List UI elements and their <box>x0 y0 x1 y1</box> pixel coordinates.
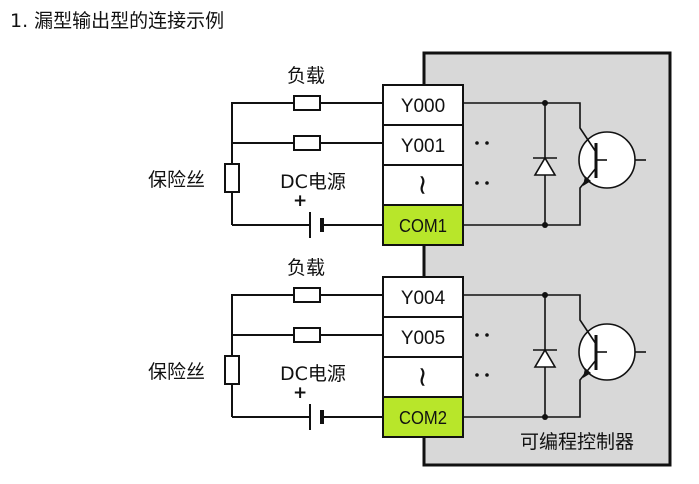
fuse-symbol <box>224 355 240 385</box>
internal-wire <box>463 382 581 418</box>
fuse-symbol <box>224 163 240 193</box>
terminal-ellipsis <box>382 164 464 206</box>
load-label: 负载 <box>287 257 325 279</box>
terminal-label: ~ <box>407 365 440 388</box>
load-resistor <box>293 287 321 303</box>
group-1: Y000 Y001 ~ COM1 负载 保险丝 DC电源 + <box>148 65 646 246</box>
fuse-label: 保险丝 <box>148 169 205 191</box>
terminal-label: COM1 <box>399 216 447 236</box>
plus-sign: + <box>293 383 307 403</box>
internal-wire <box>463 102 581 120</box>
terminal-label: Y005 <box>401 328 445 349</box>
junction-dot <box>542 222 548 228</box>
terminal-label: Y000 <box>401 96 445 117</box>
terminal-com1 <box>382 204 464 246</box>
terminal-label: COM2 <box>399 408 447 428</box>
plus-sign: + <box>293 191 307 211</box>
load-resistor <box>293 327 321 343</box>
load-label: 负载 <box>287 65 325 87</box>
terminal-label: Y001 <box>401 136 445 157</box>
internal-wire <box>463 294 581 312</box>
terminal-y005 <box>382 316 464 358</box>
wire-y004 <box>231 294 383 417</box>
diode-icon <box>533 156 557 176</box>
internal-wire <box>463 190 581 226</box>
wire-y000 <box>231 102 383 225</box>
junction-dot <box>542 292 548 298</box>
load-resistor <box>293 135 321 151</box>
junction-dot <box>542 100 548 106</box>
diode-icon <box>533 348 557 368</box>
plc-label: 可编程控制器 <box>520 431 634 453</box>
terminal-y004 <box>382 276 464 318</box>
diagram-title: 1. 漏型输出型的连接示例 <box>10 10 224 32</box>
terminal-label: ~ <box>407 173 440 196</box>
group-2: Y004 Y005 ~ COM2 负载 保险丝 DC电源 + <box>148 257 646 438</box>
junction-dot <box>542 414 548 420</box>
load-resistor <box>293 95 321 111</box>
dc-source-label: DC电源 <box>280 363 346 385</box>
dc-source-label: DC电源 <box>280 171 346 193</box>
plc-body <box>422 51 672 467</box>
terminal-label: Y004 <box>401 288 446 309</box>
fuse-label: 保险丝 <box>148 361 205 383</box>
